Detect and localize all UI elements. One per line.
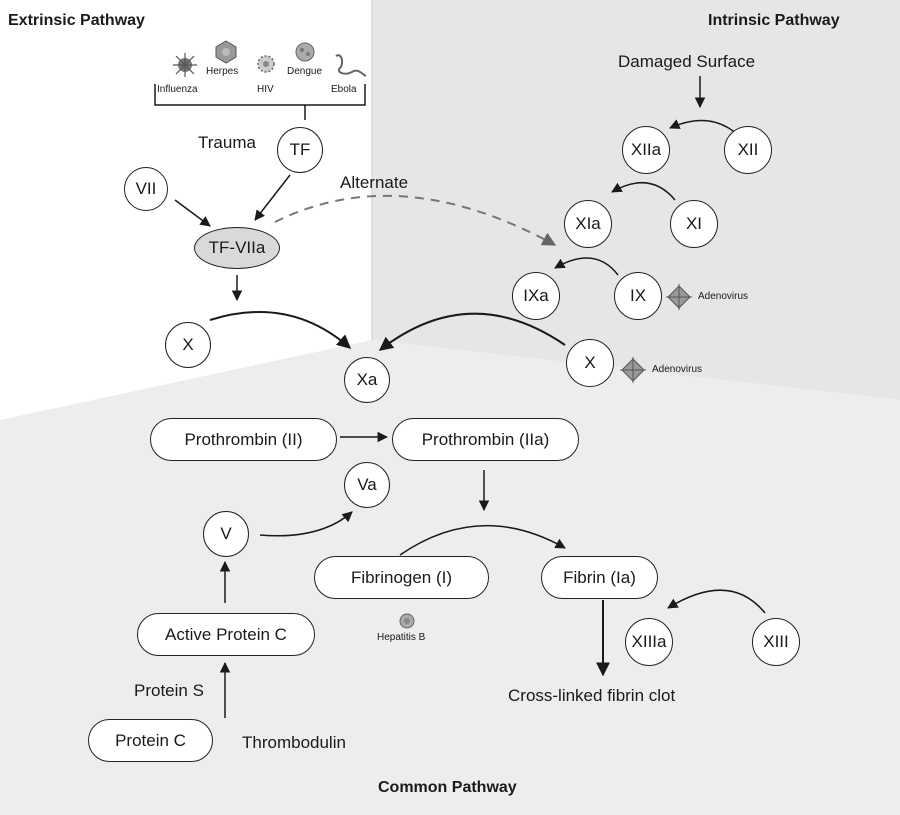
- node-prothrombin-ii: Prothrombin (II): [150, 418, 337, 461]
- node-xi: XI: [670, 200, 718, 248]
- dengue-icon: [295, 42, 315, 62]
- arrow-xiii-to-xiiia: [667, 589, 766, 614]
- extrinsic-title: Extrinsic Pathway: [8, 12, 145, 29]
- adenovirus-x-icon: [620, 357, 646, 383]
- node-fibrin: Fibrin (Ia): [541, 556, 658, 599]
- thrombodulin-label: Thrombodulin: [242, 733, 346, 752]
- node-ixa: IXa: [512, 272, 560, 320]
- node-prothrombin-iia: Prothrombin (IIa): [392, 418, 579, 461]
- node-fibrinogen: Fibrinogen (I): [314, 556, 489, 599]
- node-xiii: XIII: [752, 618, 800, 666]
- node-tf: TF: [277, 127, 323, 173]
- adenovirus-ix-icon: [666, 284, 692, 310]
- arrow-fibrinogen-to-fibrin: [399, 525, 566, 556]
- dengue-label: Dengue: [287, 66, 323, 77]
- node-active-protein-c: Active Protein C: [137, 613, 315, 656]
- damaged-surface-label: Damaged Surface: [618, 52, 756, 71]
- node-va: Va: [344, 462, 390, 508]
- common-title: Common Pathway: [378, 779, 517, 796]
- virus-bracket: [154, 84, 366, 106]
- trauma-label: Trauma: [198, 133, 256, 152]
- hepatitis-b-icon: [399, 613, 415, 629]
- arrow-vii-to-tfviia: [174, 199, 211, 227]
- node-v: V: [203, 511, 249, 557]
- hiv-label: HIV: [257, 84, 274, 95]
- intrinsic-region: [372, 0, 900, 400]
- influenza-label: Influenza: [157, 84, 198, 95]
- arrow-xint-to-xa: [378, 312, 566, 351]
- influenza-icon: [173, 53, 197, 77]
- node-x-extrinsic: X: [165, 322, 211, 368]
- ebola-label: Ebola: [331, 84, 357, 95]
- adenovirus-x-label: Adenovirus: [652, 364, 703, 375]
- clot-label: Cross-linked fibrin clot: [508, 686, 676, 705]
- node-xiiia: XIIIa: [625, 618, 673, 666]
- arrow-ix-to-ixa: [554, 257, 619, 276]
- node-protein-c: Protein C: [88, 719, 213, 762]
- herpes-label: Herpes: [206, 66, 239, 77]
- node-vii: VII: [124, 167, 168, 211]
- arrow-xi-to-xia: [611, 181, 676, 201]
- arrow-x-to-xa: [209, 311, 352, 349]
- node-ix: IX: [614, 272, 662, 320]
- arrow-tf-to-tfviia: [254, 174, 291, 221]
- node-xia: XIa: [564, 200, 612, 248]
- node-xiia: XIIa: [622, 126, 670, 174]
- hiv-icon: [257, 55, 275, 73]
- adenovirus-ix-label: Adenovirus: [698, 291, 749, 302]
- node-x-intrinsic: X: [566, 339, 614, 387]
- ebola-icon: [335, 54, 367, 77]
- node-xii: XII: [724, 126, 772, 174]
- arrow-v-to-va: [259, 511, 353, 537]
- alternate-label: Alternate: [340, 173, 409, 192]
- herpes-icon: [215, 40, 237, 64]
- hepatitis-b-label: Hepatitis B: [377, 632, 426, 643]
- protein-s-label: Protein S: [134, 681, 204, 700]
- arrow-alternate: [274, 194, 557, 246]
- intrinsic-title: Intrinsic Pathway: [708, 12, 840, 29]
- node-tf-viia: TF-VIIa: [194, 227, 280, 269]
- node-xa: Xa: [344, 357, 390, 403]
